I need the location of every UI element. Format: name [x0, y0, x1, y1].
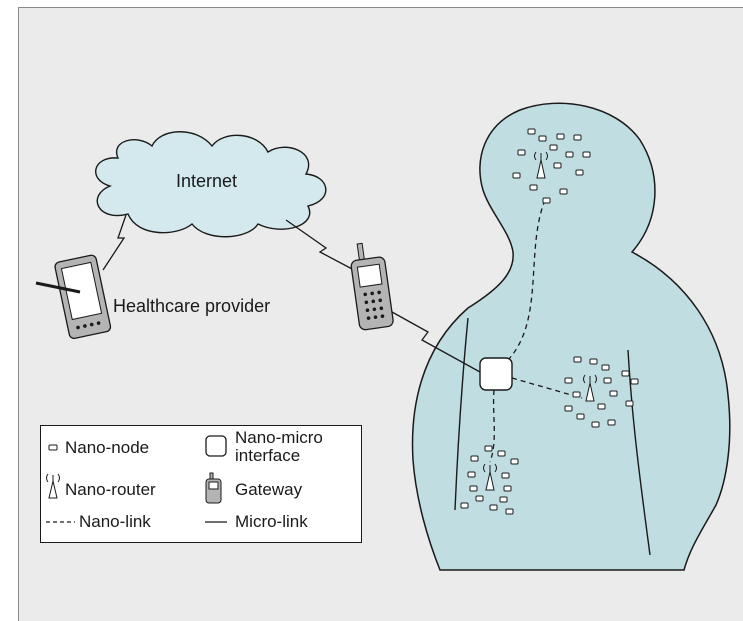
nano-node: [542, 197, 551, 204]
arm-line-right: [627, 349, 651, 556]
legend-nano-router-label: Nano-router: [65, 480, 156, 499]
nano-node: [564, 377, 573, 384]
legend-symbols: [46, 435, 227, 523]
legend-nano-node-icon: [48, 444, 58, 451]
nano-router-torso: [483, 463, 497, 491]
micro-link-cloud-to-tablet: [102, 214, 127, 271]
nano-node: [582, 151, 591, 158]
nano-node: [630, 378, 639, 385]
nano-node: [572, 391, 581, 398]
nano-node: [469, 485, 478, 492]
nano-node: [517, 149, 526, 156]
nano-node: [607, 419, 616, 426]
nano-node: [559, 188, 568, 195]
human-body: [411, 102, 731, 571]
micro-link-gateway-to-interface: [391, 311, 481, 373]
healthcare-provider-label: Healthcare provider: [113, 296, 271, 316]
nano-node: [503, 485, 512, 492]
nano-node: [597, 403, 606, 410]
nano-node: [625, 400, 634, 407]
legend-nano-router-icon: [46, 473, 60, 499]
legend-nano-link-label: Nano-link: [79, 512, 151, 531]
nano-router-head: [534, 151, 548, 179]
nano-nodes: [460, 128, 639, 515]
legend-nano-node-label: Nano-node: [65, 438, 150, 457]
nano-node: [576, 413, 585, 420]
nano-link-head: [507, 199, 546, 361]
nano-node: [499, 496, 508, 503]
nano-node: [603, 377, 612, 384]
nano-node: [510, 458, 519, 465]
nano-node: [501, 472, 510, 479]
nano-node: [484, 445, 493, 452]
nano-node: [512, 172, 521, 179]
nano-node: [527, 128, 536, 135]
nano-link-arm: [511, 377, 583, 399]
nano-node: [553, 162, 562, 169]
nano-node: [573, 356, 582, 363]
legend-gateway-icon: [205, 472, 222, 504]
micro-link-cloud-to-gateway: [285, 219, 355, 271]
nano-node: [538, 135, 547, 142]
nano-node: [549, 144, 558, 151]
internet-cloud: [95, 131, 327, 238]
legend-gateway-label: Gateway: [235, 480, 303, 499]
nano-node: [609, 390, 618, 397]
nano-node: [475, 495, 484, 502]
legend-micro-link-label: Micro-link: [235, 512, 308, 531]
legend-nano-micro-label-line2: interface: [235, 446, 301, 465]
nano-node: [601, 364, 610, 371]
nano-node: [497, 450, 506, 457]
nano-node: [589, 358, 598, 365]
nano-node: [467, 471, 476, 478]
nano-node: [529, 184, 538, 191]
nano-micro-interface: [479, 357, 513, 391]
arm-line-left: [454, 317, 469, 511]
nano-node: [591, 421, 600, 428]
nano-node: [556, 133, 565, 140]
nano-node: [575, 169, 584, 176]
stylus-icon: [35, 281, 81, 294]
nano-node: [470, 455, 479, 462]
nano-node: [460, 502, 469, 509]
nano-link-torso: [489, 389, 495, 463]
nano-router-arm: [583, 374, 597, 402]
legend-nano-micro-label-line1: Nano-micro: [235, 428, 323, 447]
gateway-phone: [350, 242, 394, 331]
nano-node: [489, 504, 498, 511]
nano-node: [564, 405, 573, 412]
legend: Nano-node Nano-micro interface Nano-rout…: [40, 425, 362, 543]
tablet-device: [54, 254, 112, 340]
legend-nano-micro-interface-icon: [205, 435, 227, 457]
nano-node: [573, 134, 582, 141]
nano-node: [621, 370, 630, 377]
nano-node: [505, 508, 514, 515]
nano-node: [565, 151, 574, 158]
internet-label: Internet: [176, 171, 238, 191]
